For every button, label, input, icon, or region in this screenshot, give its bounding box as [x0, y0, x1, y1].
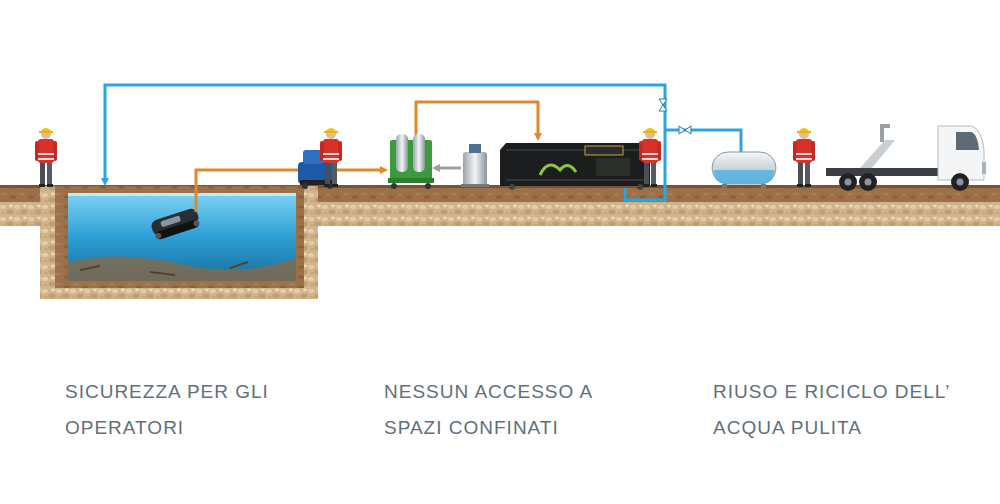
container-roller: [637, 184, 643, 190]
pipes: [105, 85, 741, 212]
container-roller: [509, 184, 515, 190]
tank-body: [463, 152, 487, 186]
clean-water-tank: [712, 152, 776, 188]
sediment-debris: [80, 262, 248, 275]
ground: [0, 185, 1000, 299]
truck-hub: [957, 179, 964, 186]
valve-symbol: [659, 99, 667, 111]
tank-foot: [761, 184, 766, 188]
caption-label: NESSUN ACCESSO A SPAZI CONFINATI: [384, 374, 634, 446]
pit-water: [68, 193, 296, 281]
tank-shell: [712, 152, 776, 184]
sludge-pipe: [336, 169, 384, 172]
filter-cartridge: [413, 134, 425, 172]
container-logo: [540, 165, 576, 175]
tank-water: [714, 170, 774, 184]
truck-hub: [865, 179, 872, 186]
worker-figure: [639, 128, 661, 187]
sludge-pipe: [196, 170, 300, 212]
valve-symbol: [679, 126, 691, 134]
truck-grille: [982, 162, 986, 174]
truck-window: [956, 132, 979, 150]
filter-wheel: [391, 183, 397, 189]
container-body: [500, 143, 650, 186]
truck-hook: [882, 126, 890, 142]
hook-lift-truck: [826, 126, 986, 191]
filter-wheel: [425, 183, 431, 189]
caption-label: RIUSO E RICICLO DELL’ ACQUA PULITA: [713, 374, 963, 446]
pump-wheel: [302, 183, 308, 189]
truck-hub: [845, 179, 852, 186]
dosing-tank: [461, 144, 489, 187]
truck-cab: [938, 126, 984, 180]
clean-water-pipe: [105, 85, 665, 200]
tank-mixer: [469, 144, 481, 153]
dewatering-container: [500, 143, 650, 190]
pit-gravel: [40, 186, 318, 299]
worker-figure: [35, 128, 57, 187]
pit-wall: [55, 186, 304, 288]
tank-foot: [722, 184, 727, 188]
truck-wheel: [859, 173, 877, 191]
caption-label: SICUREZZA PER GLI OPERATORI: [65, 374, 315, 446]
worker-figure: [320, 128, 342, 187]
reagent-pipe: [436, 167, 461, 170]
container-logo-plate: [585, 146, 623, 155]
filter-base: [388, 178, 434, 183]
worker-figure: [793, 128, 815, 187]
robot-wheel: [193, 220, 201, 228]
truck-wheel: [839, 173, 857, 191]
truck-hook-arm: [860, 140, 895, 168]
robot-wheel: [155, 232, 163, 240]
cleaning-robot: [150, 207, 202, 241]
filter-unit: [388, 134, 434, 189]
filter-cartridge: [396, 134, 408, 172]
pit-sediment: [68, 256, 296, 281]
truck-wheel: [951, 173, 969, 191]
water-surface: [68, 193, 296, 196]
sludge-pipe: [416, 102, 538, 138]
tank-base: [461, 184, 489, 187]
robot-cover: [160, 215, 181, 227]
container-panel: [596, 158, 630, 176]
container-rib: [506, 150, 646, 180]
pump-body: [298, 162, 336, 184]
